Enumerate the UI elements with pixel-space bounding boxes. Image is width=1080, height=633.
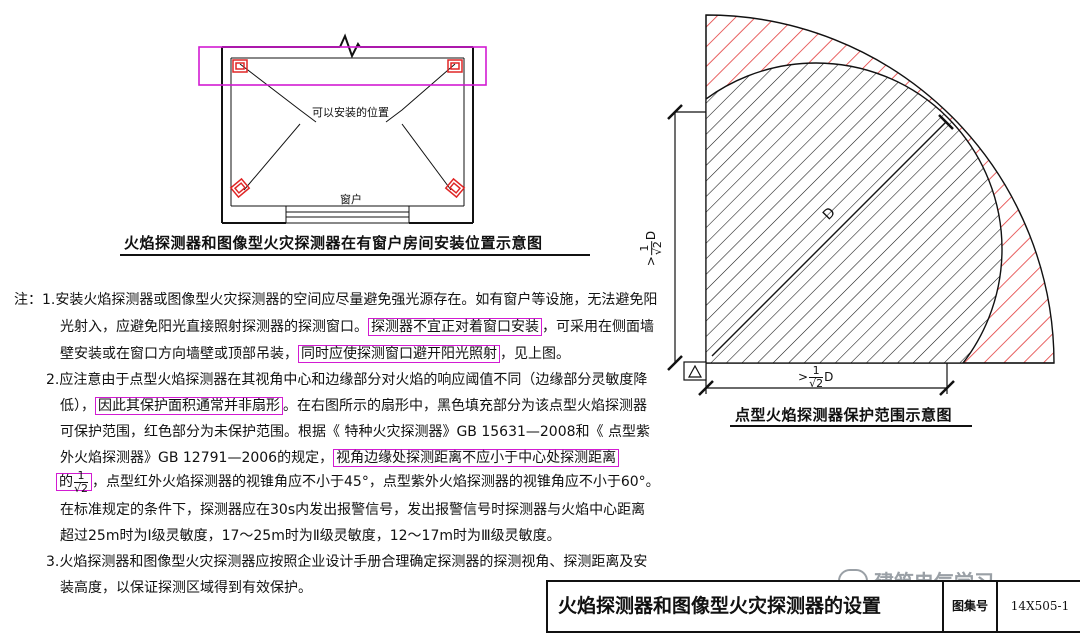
right-caption-underline bbox=[730, 425, 972, 427]
note-2-line-7: 超过25m时为Ⅰ级灵敏度，17～25m时为Ⅱ级灵敏度，12～17m时为Ⅲ级灵敏度… bbox=[60, 528, 561, 544]
right-diagram-caption: 点型火焰探测器保护范围示意图 bbox=[735, 406, 953, 424]
protection-range-diagram bbox=[667, 14, 1055, 396]
note-2-line-6: 在标准规定的条件下，探测器应在30s内发出报警信号，发出报警信号时探测器与火焰中… bbox=[60, 502, 646, 518]
install-position-label: 可以安装的位置 bbox=[312, 106, 389, 119]
note-2-line-1: 2.应注意由于点型火焰探测器在其视角中心和边缘部分对火焰的响应阈值不同（边缘部分… bbox=[46, 372, 648, 388]
atlas-number-value: 14X505-1 bbox=[1010, 599, 1070, 613]
window-room-diagram bbox=[198, 33, 487, 224]
title-block: 火焰探测器和图像型火灾探测器的设置 图集号 14X505-1 bbox=[546, 580, 1080, 633]
note-1-line-1: 注：1.安装火焰探测器或图像型火灾探测器的空间应尽量避免强光源存在。如有窗户等设… bbox=[14, 292, 658, 308]
left-caption-underline bbox=[120, 254, 590, 256]
highlight-avoid-sunlight: 同时应使探测窗口避开阳光照射 bbox=[298, 345, 500, 363]
note-1-line-2: 光射入，应避免阳光直接照射探测器的探测窗口。探测器不宜正对着窗口安装，可采用在侧… bbox=[60, 318, 654, 336]
note-3-line-1: 3.火焰探测器和图像型火灾探测器应按照企业设计手册合理确定探测器的探测视角、探测… bbox=[46, 554, 648, 570]
title-block-title: 火焰探测器和图像型火灾探测器的设置 bbox=[548, 582, 944, 631]
note-2-line-3: 可保护范围，红色部分为未保护范围。根据《 特种火灾探测器》GB 15631—20… bbox=[60, 424, 650, 440]
left-diagram-caption: 火焰探测器和图像型火灾探测器在有窗户房间安装位置示意图 bbox=[124, 234, 543, 252]
highlight-not-facing-window: 探测器不宜正对着窗口安装 bbox=[368, 318, 542, 336]
note-1-line-3: 壁安装或在窗口方向墙壁或顶部吊装，同时应使探测窗口避开阳光照射，见上图。 bbox=[60, 345, 570, 363]
note-2-line-4: 外火焰探测器》GB 12791—2006的规定，视角边缘处探测距离不应小于中心处… bbox=[60, 444, 620, 472]
highlight-ceiling bbox=[198, 46, 487, 86]
atlas-number-label: 图集号 bbox=[944, 582, 998, 631]
vertical-dim-suffix: D bbox=[644, 230, 659, 241]
highlight-edge-distance: 视角边缘处探测距离不应小于中心处探测距离 bbox=[333, 449, 620, 467]
window-label: 窗户 bbox=[340, 193, 362, 206]
highlight-not-sector: 因此其保护面积通常并非扇形 bbox=[95, 397, 283, 415]
note-2-line-2: 低），因此其保护面积通常并非扇形。在右图所示的扇形中，黑色填充部分为该点型火焰探… bbox=[60, 397, 647, 415]
note-3-line-2: 装高度，以保证探测区域得到有效保护。 bbox=[60, 580, 312, 596]
vertical-dim-prefix: > bbox=[644, 256, 659, 267]
vertical-dim-fraction: 1√2 bbox=[638, 241, 665, 256]
